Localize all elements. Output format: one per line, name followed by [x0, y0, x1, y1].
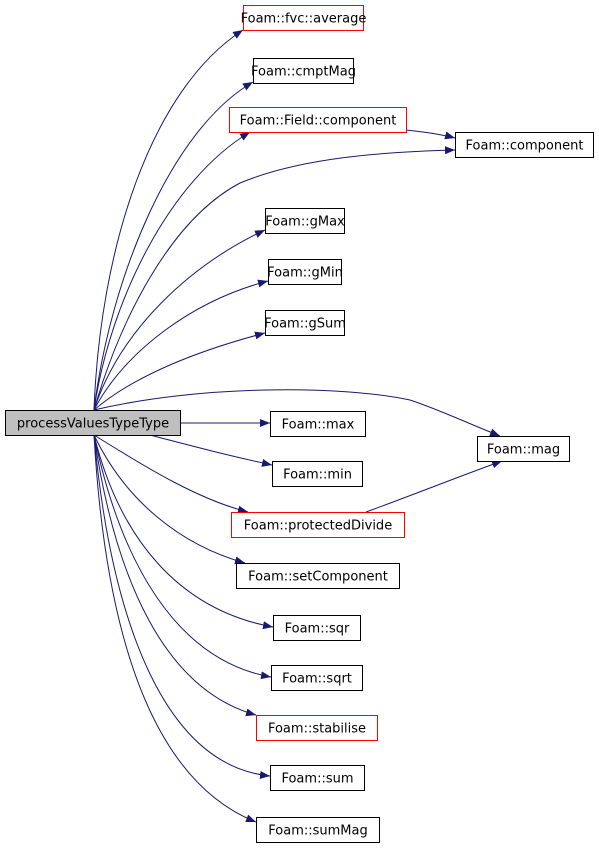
node-max[interactable]: Foam::max — [270, 411, 366, 437]
node-gMax[interactable]: Foam::gMax — [265, 208, 345, 234]
node-mag[interactable]: Foam::mag — [477, 436, 570, 462]
node-sqrt[interactable]: Foam::sqrt — [271, 665, 363, 691]
node-label-protectedDivide: Foam::protectedDivide — [244, 519, 392, 534]
node-box-min — [272, 461, 363, 487]
node-label-gMin: Foam::gMin — [267, 266, 343, 281]
node-box-field_component — [229, 107, 407, 133]
node-label-gMax: Foam::gMax — [265, 215, 345, 230]
node-label-field_component: Foam::Field::component — [240, 114, 397, 129]
node-field_component[interactable]: Foam::Field::component — [229, 107, 407, 133]
edge-protectedDivide-to-mag — [365, 460, 503, 513]
node-box-gSum — [265, 310, 345, 336]
node-box-gMax — [265, 208, 345, 234]
node-root[interactable]: processValuesTypeType — [5, 410, 181, 436]
node-gMin[interactable]: Foam::gMin — [267, 259, 343, 285]
edge-root-to-component — [93, 146, 456, 411]
node-box-sqr — [273, 615, 361, 641]
node-label-sum: Foam::sum — [281, 772, 353, 787]
node-label-stabilise: Foam::stabilise — [268, 722, 366, 737]
edge-root-to-fvc_average — [93, 29, 244, 411]
node-stabilise[interactable]: Foam::stabilise — [256, 715, 378, 741]
node-label-component: Foam::component — [466, 139, 584, 154]
node-label-max: Foam::max — [282, 418, 355, 433]
node-box-sumMag — [256, 817, 380, 843]
edge-root-to-gMax — [93, 229, 266, 411]
node-box-protectedDivide — [231, 512, 405, 538]
edge-field_component-to-component — [405, 129, 456, 140]
node-label-root: processValuesTypeType — [17, 417, 169, 432]
node-box-sum — [270, 765, 365, 791]
node-label-sqrt: Foam::sqrt — [282, 672, 352, 687]
node-sqr[interactable]: Foam::sqr — [273, 615, 361, 641]
edge-root-to-min — [149, 434, 273, 467]
edge-root-to-gMin — [93, 279, 269, 411]
edge-root-to-cmptMag — [93, 81, 254, 411]
edge-root-to-setComponent — [93, 434, 246, 565]
node-label-min: Foam::min — [283, 468, 352, 483]
edge-root-to-protectedDivide — [93, 434, 249, 514]
node-gSum[interactable]: Foam::gSum — [264, 310, 346, 336]
node-label-fvc_average: Foam::fvc::average — [241, 12, 367, 27]
node-box-setComponent — [236, 563, 400, 589]
edge-root-to-stabilise — [93, 434, 257, 717]
edge-root-to-field_component — [93, 131, 251, 411]
node-min[interactable]: Foam::min — [272, 461, 363, 487]
node-layer: processValuesTypeType Foam::fvc::averageF… — [5, 5, 594, 843]
node-label-cmptMag: Foam::cmptMag — [251, 65, 356, 80]
edge-root-to-sumMag — [93, 434, 257, 823]
node-box-cmptMag — [253, 58, 354, 84]
edge-root-to-gSum — [93, 331, 266, 411]
edge-root-to-sqrt — [93, 434, 272, 680]
node-box-component — [455, 132, 594, 158]
node-cmptMag[interactable]: Foam::cmptMag — [251, 58, 356, 84]
node-label-setComponent: Foam::setComponent — [248, 570, 388, 585]
node-box-gMin — [268, 259, 342, 285]
edge-root-to-mag — [93, 389, 501, 437]
node-label-gSum: Foam::gSum — [264, 317, 346, 332]
node-box-root — [5, 410, 181, 436]
node-box-sqrt — [271, 665, 363, 691]
edge-root-to-sum — [93, 434, 271, 779]
node-setComponent[interactable]: Foam::setComponent — [236, 563, 400, 589]
node-box-mag — [477, 436, 570, 462]
node-protectedDivide[interactable]: Foam::protectedDivide — [231, 512, 405, 538]
node-sumMag[interactable]: Foam::sumMag — [256, 817, 380, 843]
node-box-fvc_average — [243, 5, 364, 31]
node-label-mag: Foam::mag — [487, 443, 560, 458]
node-label-sqr: Foam::sqr — [285, 622, 350, 637]
node-sum[interactable]: Foam::sum — [270, 765, 365, 791]
node-fvc_average[interactable]: Foam::fvc::average — [241, 5, 367, 31]
node-box-max — [270, 411, 366, 437]
edge-root-to-sqr — [93, 434, 274, 630]
node-component[interactable]: Foam::component — [455, 132, 594, 158]
edge-layer — [93, 29, 503, 823]
node-box-stabilise — [256, 715, 378, 741]
node-label-sumMag: Foam::sumMag — [268, 824, 367, 839]
